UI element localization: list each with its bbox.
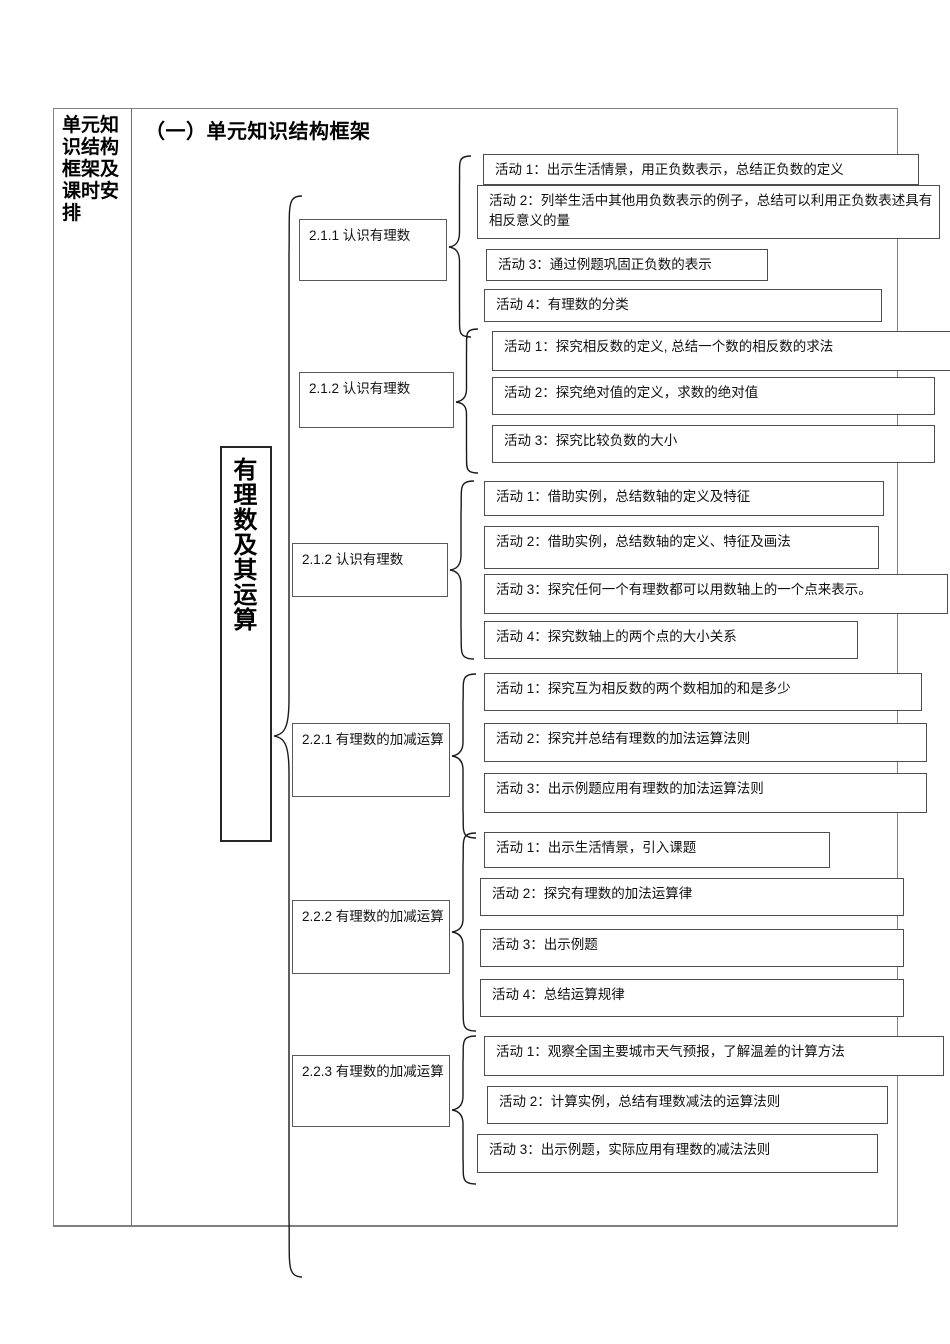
diagram-canvas: 2.1.1 认识有理数 活动 1：出示生活情景，用正负数表示，总结正负数的定义 … bbox=[132, 109, 950, 1278]
activity-text: 活动 3：通过例题巩固正负数的表示 bbox=[498, 257, 712, 272]
central-node-label: 有理数及其运算 bbox=[228, 457, 256, 632]
activity-box: 活动 3：出示例题 bbox=[480, 929, 904, 967]
table-row-label-cell: 单元知识结构框架及课时安排 bbox=[54, 109, 132, 1225]
activity-box: 活动 3：通过例题巩固正负数的表示 bbox=[486, 249, 768, 281]
node-label: 2.1.2 认识有理数 bbox=[302, 552, 404, 567]
activity-box: 活动 4：总结运算规律 bbox=[480, 979, 904, 1017]
activity-box: 活动 1：出示生活情景，用正负数表示，总结正负数的定义 bbox=[483, 154, 919, 185]
node-label: 2.2.3 有理数的加减运算 bbox=[302, 1064, 444, 1079]
group-brace-3 bbox=[449, 480, 475, 660]
activity-text: 活动 4：探究数轴上的两个点的大小关系 bbox=[496, 629, 737, 644]
activity-box: 活动 2：探究有理数的加法运算律 bbox=[480, 878, 904, 916]
activity-box: 活动 4：有理数的分类 bbox=[484, 289, 882, 322]
node-box-group-6: 2.2.3 有理数的加减运算 bbox=[292, 1055, 450, 1127]
node-label: 2.2.1 有理数的加减运算 bbox=[302, 732, 444, 747]
node-label: 2.1.1 认识有理数 bbox=[309, 228, 411, 243]
structure-table: 单元知识结构框架及课时安排 （一）单元知识结构框架 有理数及其运算 2.1.1 … bbox=[53, 108, 950, 1278]
activity-text: 活动 4：有理数的分类 bbox=[496, 297, 629, 312]
activity-box: 活动 2：列举生活中其他用负数表示的例子，总结可以利用正负数表述具有相反意义的量 bbox=[477, 185, 940, 239]
activity-box: 活动 1：探究互为相反数的两个数相加的和是多少 bbox=[484, 673, 922, 711]
activity-text: 活动 3：探究比较负数的大小 bbox=[504, 433, 678, 448]
activity-text: 活动 2：计算实例，总结有理数减法的运算法则 bbox=[499, 1094, 781, 1109]
activity-text: 活动 1：借助实例，总结数轴的定义及特征 bbox=[496, 489, 751, 504]
activity-box: 活动 2：借助实例，总结数轴的定义、特征及画法 bbox=[484, 526, 879, 569]
activity-box: 活动 3：出示例题，实际应用有理数的减法法则 bbox=[477, 1134, 878, 1173]
group-brace-1 bbox=[448, 155, 472, 338]
node-box-group-4: 2.2.1 有理数的加减运算 bbox=[292, 723, 450, 797]
section-title: （一）单元知识结构框架 bbox=[145, 121, 371, 143]
node-box-group-1: 2.1.1 认识有理数 bbox=[299, 219, 447, 281]
activity-text: 活动 4：总结运算规律 bbox=[492, 987, 625, 1002]
activity-text: 活动 3：出示例题 bbox=[492, 937, 598, 952]
table-row-label-text: 单元知识结构框架及课时安排 bbox=[62, 115, 120, 225]
node-box-group-2: 2.1.2 认识有理数 bbox=[299, 372, 454, 428]
activity-text: 活动 1：出示生活情景，用正负数表示，总结正负数的定义 bbox=[495, 162, 844, 177]
activity-box: 活动 1：探究相反数的定义, 总结一个数的相反数的求法 bbox=[492, 331, 950, 371]
node-box-group-5: 2.2.2 有理数的加减运算 bbox=[292, 900, 450, 974]
master-brace bbox=[273, 195, 303, 1278]
activity-text: 活动 1：探究互为相反数的两个数相加的和是多少 bbox=[496, 681, 791, 696]
activity-box: 活动 3：探究比较负数的大小 bbox=[492, 425, 935, 463]
activity-text: 活动 2：探究有理数的加法运算律 bbox=[492, 886, 693, 901]
activity-box: 活动 2：探究并总结有理数的加法运算法则 bbox=[484, 723, 927, 762]
activity-text: 活动 1：探究相反数的定义, 总结一个数的相反数的求法 bbox=[504, 339, 834, 354]
table-content-cell: （一）单元知识结构框架 有理数及其运算 2.1.1 认识有理数 活动 1：出示生… bbox=[132, 109, 950, 1278]
activity-text: 活动 1：观察全国主要城市天气预报，了解温差的计算方法 bbox=[496, 1044, 845, 1059]
activity-box: 活动 3：出示例题应用有理数的加法运算法则 bbox=[484, 773, 927, 813]
activity-text: 活动 2：探究绝对值的定义，求数的绝对值 bbox=[504, 385, 759, 400]
activity-box: 活动 1：观察全国主要城市天气预报，了解温差的计算方法 bbox=[484, 1036, 944, 1076]
activity-box: 活动 2：探究绝对值的定义，求数的绝对值 bbox=[492, 377, 935, 415]
node-label: 2.2.2 有理数的加减运算 bbox=[302, 909, 444, 924]
activity-box: 活动 1：借助实例，总结数轴的定义及特征 bbox=[484, 481, 884, 516]
activity-text: 活动 3：探究任何一个有理数都可以用数轴上的一个点来表示。 bbox=[496, 582, 872, 597]
activity-text: 活动 3：出示例题应用有理数的加法运算法则 bbox=[496, 781, 764, 796]
activity-box: 活动 3：探究任何一个有理数都可以用数轴上的一个点来表示。 bbox=[484, 574, 948, 614]
activity-box: 活动 2：计算实例，总结有理数减法的运算法则 bbox=[487, 1086, 888, 1124]
activity-text: 活动 2：探究并总结有理数的加法运算法则 bbox=[496, 731, 751, 746]
activity-text: 活动 1：出示生活情景，引入课题 bbox=[496, 840, 697, 855]
activity-box: 活动 1：出示生活情景，引入课题 bbox=[484, 832, 830, 868]
group-brace-4 bbox=[451, 673, 477, 839]
group-brace-6 bbox=[451, 1035, 477, 1185]
activity-text: 活动 3：出示例题，实际应用有理数的减法法则 bbox=[489, 1142, 771, 1157]
central-node-box: 有理数及其运算 bbox=[220, 446, 272, 842]
node-box-group-3: 2.1.2 认识有理数 bbox=[292, 543, 448, 597]
node-label: 2.1.2 认识有理数 bbox=[309, 381, 411, 396]
group-brace-2 bbox=[455, 328, 479, 474]
activity-box: 活动 4：探究数轴上的两个点的大小关系 bbox=[484, 621, 858, 659]
activity-text: 活动 2：借助实例，总结数轴的定义、特征及画法 bbox=[496, 534, 791, 549]
activity-text: 活动 2：列举生活中其他用负数表示的例子，总结可以利用正负数表述具有相反意义的量 bbox=[489, 193, 933, 228]
group-brace-5 bbox=[451, 832, 477, 1032]
